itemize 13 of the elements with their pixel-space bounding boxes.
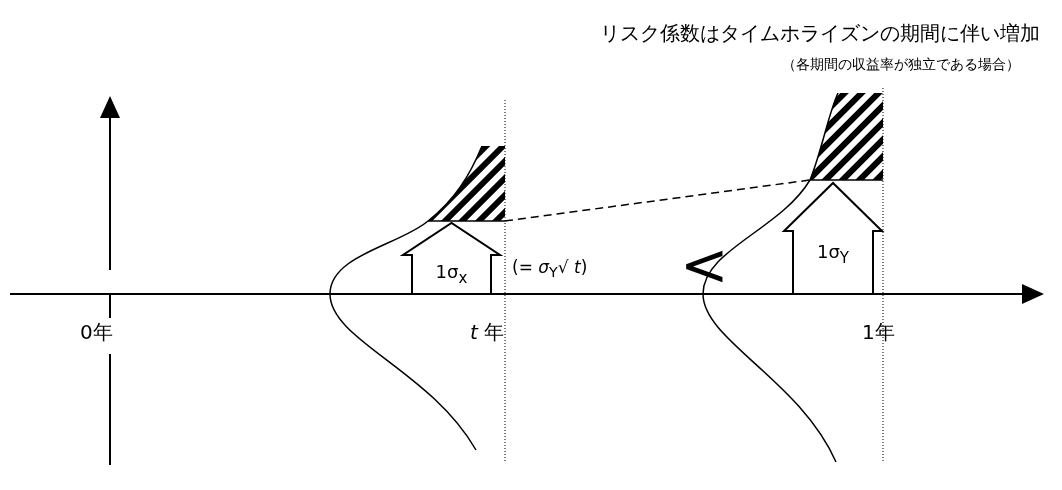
block-arrow <box>784 183 882 294</box>
arrow-label: 1σ$_{x}$ <box>434 261 469 287</box>
axis-label: t 年 <box>470 321 505 343</box>
axis-label: 1年 <box>862 321 895 343</box>
hatched-tail-area <box>809 93 884 181</box>
dashed-connector <box>504 179 811 222</box>
arrow-label: 1σ$_{Y}$ <box>815 241 850 267</box>
title: リスク係数はタイムホライズンの期間に伴い増加 <box>600 22 1040 44</box>
hatched-tail-area <box>427 146 506 222</box>
subtitle: （各期間の収益率が独立である場合） <box>782 57 1020 73</box>
less-than-sign: < <box>680 236 729 294</box>
formula-label: (= σ$_{Y}$√ t) <box>512 258 588 281</box>
axis-label: 0年 <box>80 321 113 343</box>
